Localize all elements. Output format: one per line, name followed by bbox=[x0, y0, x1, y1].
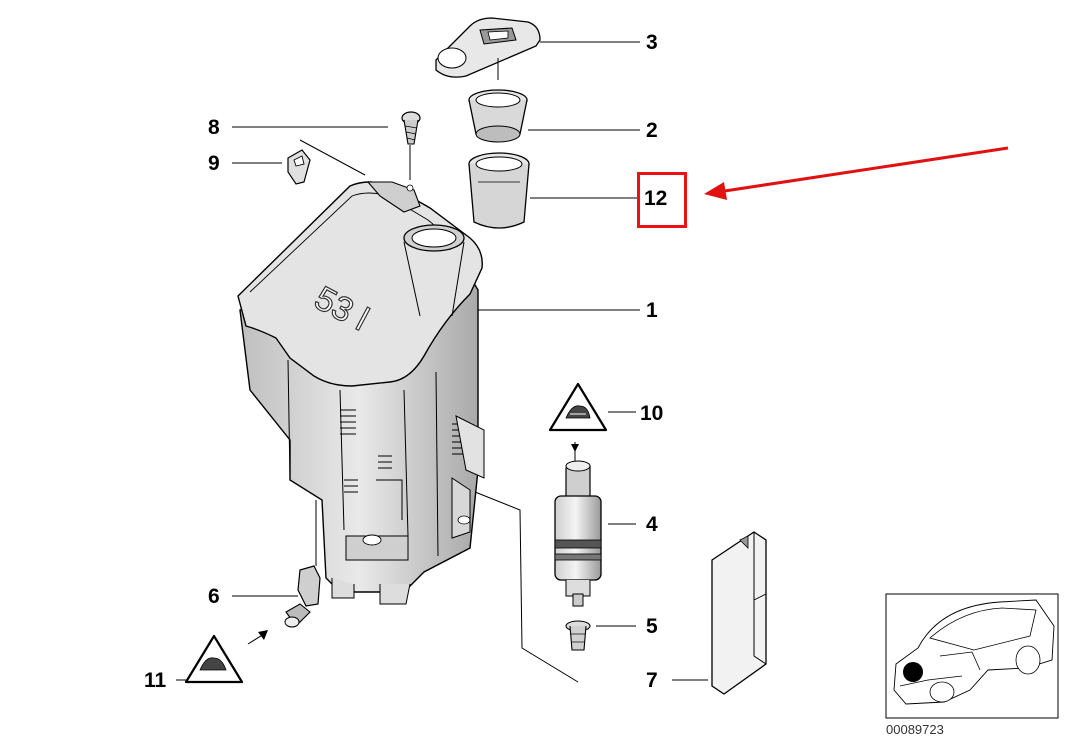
highlight-box-12 bbox=[637, 172, 687, 228]
label-2: 2 bbox=[646, 119, 658, 142]
label-3: 3 bbox=[646, 31, 658, 54]
vehicle-location-inset bbox=[885, 593, 1059, 719]
guide-line-7 bbox=[469, 489, 579, 683]
label-10: 10 bbox=[640, 402, 664, 425]
label-6: 6 bbox=[208, 585, 220, 608]
cover-panel bbox=[711, 531, 767, 695]
screw bbox=[401, 111, 421, 145]
label-5: 5 bbox=[646, 615, 658, 638]
callout-arrow bbox=[704, 146, 1009, 200]
reference-code: 00089723 bbox=[886, 722, 944, 737]
label-11: 11 bbox=[144, 669, 167, 692]
strainer-ring bbox=[468, 89, 528, 143]
washer-pump bbox=[554, 460, 602, 607]
label-8: 8 bbox=[208, 116, 220, 139]
label-1: 1 bbox=[646, 299, 658, 322]
filler-cap bbox=[435, 17, 541, 80]
label-9: 9 bbox=[208, 152, 220, 175]
guide-line-9 bbox=[299, 139, 366, 176]
clip-nut bbox=[287, 149, 311, 185]
label-12: 12 bbox=[644, 187, 668, 210]
location-marker bbox=[903, 662, 923, 682]
warning-triangle-10 bbox=[548, 382, 608, 432]
washer-reservoir bbox=[237, 181, 485, 605]
label-4: 4 bbox=[646, 513, 658, 536]
warning-triangle-11 bbox=[184, 634, 244, 684]
level-sensor bbox=[284, 500, 321, 628]
label-7: 7 bbox=[646, 669, 658, 692]
direction-arrows bbox=[247, 444, 579, 645]
grommet bbox=[565, 620, 591, 651]
leader-lines bbox=[176, 41, 708, 683]
filter-sieve bbox=[468, 152, 530, 229]
